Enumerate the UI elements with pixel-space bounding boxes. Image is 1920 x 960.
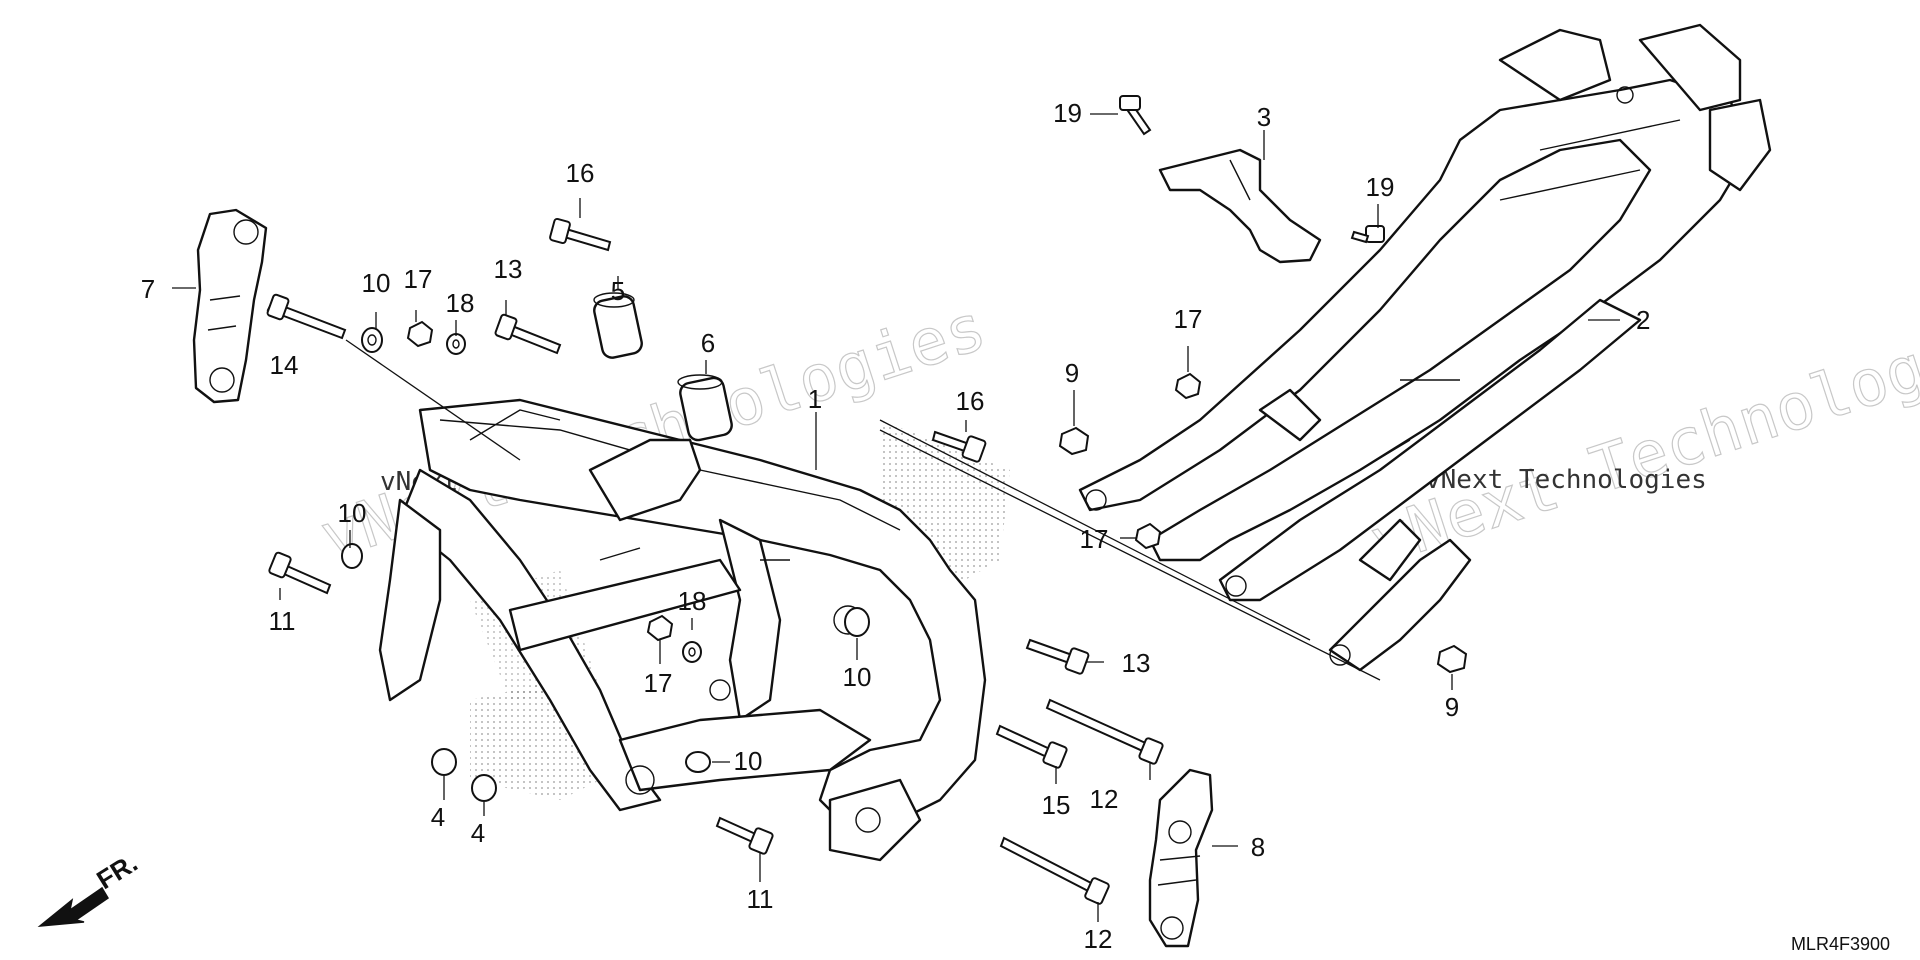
washer-18-mid	[682, 641, 702, 663]
callout-19-upper: 19	[1053, 98, 1082, 128]
callout-13-upper: 13	[494, 254, 523, 284]
bolt-12-upper	[1045, 698, 1164, 765]
callout-7: 7	[141, 274, 155, 304]
collar-10-left	[341, 543, 363, 569]
collar-6	[677, 374, 733, 442]
bolt-12-lower	[999, 836, 1110, 905]
nut-17-right-lower	[1134, 522, 1162, 550]
left-hanger-plate	[192, 208, 268, 404]
callout-9-upper: 9	[1065, 358, 1079, 388]
callout-13-lower: 13	[1122, 648, 1151, 678]
callout-2: 2	[1636, 305, 1650, 335]
collar-10-lower	[685, 751, 711, 773]
callout-16-upper: 16	[566, 158, 595, 188]
right-hanger-plate	[1148, 768, 1214, 948]
collar-5	[593, 292, 643, 359]
callout-16-lower: 16	[956, 386, 985, 416]
collar-4-right	[471, 774, 497, 802]
callout-1: 1	[808, 384, 822, 414]
collar-10-upper	[361, 327, 383, 353]
collar-4-left	[431, 748, 457, 776]
callout-17-mid: 17	[644, 668, 673, 698]
front-arrow-icon	[37, 886, 110, 927]
callout-18-mid: 18	[678, 586, 707, 616]
callout-10-lower: 10	[734, 746, 763, 776]
bolt-13-lower	[1025, 638, 1090, 675]
callout-19-lower: 19	[1366, 172, 1395, 202]
callout-10-left: 10	[338, 498, 367, 528]
callout-4-left: 4	[431, 802, 445, 832]
front-direction-label: FR.	[91, 847, 142, 895]
callout-17-right-lower: 17	[1080, 524, 1109, 554]
nut-17-upper	[406, 320, 434, 348]
bolt-11-upper	[268, 551, 332, 595]
washer-18-upper	[446, 333, 466, 355]
callout-labels: 1 2 3 4 4 5 6 7 8 9 9 10 10 10 10 11 11 …	[141, 98, 1651, 954]
callout-8: 8	[1251, 832, 1265, 862]
bolt-14	[266, 293, 347, 340]
bolt-16-lower	[931, 430, 987, 463]
nut-9-upper	[1058, 426, 1090, 456]
bolt-19-lower	[1350, 225, 1385, 244]
bracket	[1158, 148, 1322, 264]
callout-17-upper: 17	[404, 264, 433, 294]
callout-15: 15	[1042, 790, 1071, 820]
bolt-16-upper	[549, 217, 612, 252]
callout-3: 3	[1257, 102, 1271, 132]
nut-9-lower	[1436, 644, 1468, 674]
callout-6: 6	[701, 328, 715, 358]
callout-12-lower: 12	[1084, 924, 1113, 954]
callout-9-lower: 9	[1445, 692, 1459, 722]
callout-11-upper: 11	[269, 606, 296, 636]
callout-5: 5	[611, 276, 625, 306]
callout-11-lower: 11	[747, 884, 774, 914]
leader-lines	[172, 113, 1620, 922]
callout-10-center: 10	[843, 662, 872, 692]
callout-4-right: 4	[471, 818, 485, 848]
bolt-11-lower	[715, 816, 774, 855]
watermark-text-right: vNext Technologies	[1425, 465, 1707, 495]
bolt-19-upper	[1119, 95, 1152, 136]
callout-18-upper: 18	[446, 288, 475, 318]
callout-14: 14	[270, 350, 299, 380]
diagram-code: MLR4F3900	[1791, 934, 1890, 954]
bolt-15	[995, 724, 1068, 769]
front-direction-arrow: FR.	[37, 847, 143, 927]
callout-10-upper: 10	[362, 268, 391, 298]
rear-sub-frame	[1078, 23, 1772, 672]
callout-17-right-upper: 17	[1174, 304, 1203, 334]
bolt-13-upper	[494, 313, 562, 355]
nut-17-right-upper	[1174, 372, 1202, 400]
callout-12-upper: 12	[1090, 784, 1119, 814]
nut-17-mid	[646, 614, 674, 642]
main-frame	[378, 398, 987, 862]
collar-10-center	[844, 607, 870, 637]
